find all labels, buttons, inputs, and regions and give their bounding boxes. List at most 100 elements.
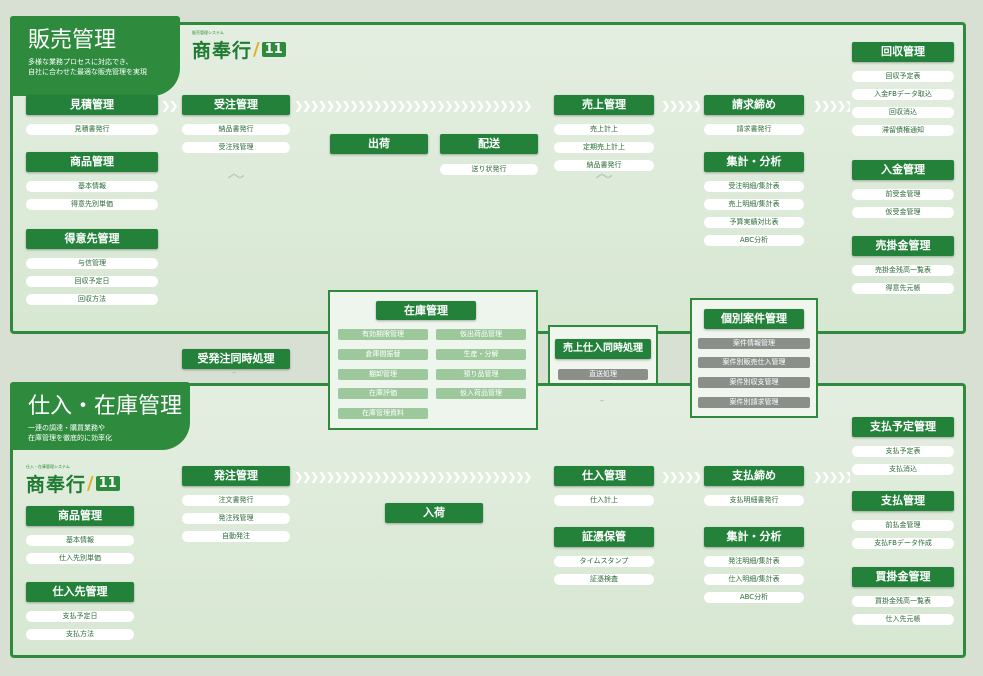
analysis-header[interactable]: 集計・分析 [704, 527, 804, 547]
purchase-title: 仕入・在庫管理 [28, 394, 183, 419]
sales-purchase-item[interactable]: 直送処理 [558, 369, 648, 380]
billing-item[interactable]: 請求書発行 [704, 124, 804, 135]
vertical-flow-arrow: ︿︿︿︿︿︿︿︿︿︿︿︿︿︿︿︿︿︿︿︿︿︿︿︿ [228, 170, 244, 180]
payment-schedule-header[interactable]: 支払予定管理 [852, 417, 954, 437]
inventory-item[interactable]: 仮出荷品管理 [436, 329, 526, 340]
payment-schedule-item[interactable]: 支払予定表 [852, 446, 954, 457]
evidence-header[interactable]: 証憑保管 [554, 527, 654, 547]
project-item[interactable]: 案件情報管理 [698, 338, 810, 349]
inventory-item[interactable]: 生産・分解 [436, 349, 526, 360]
payment-receipt-item[interactable]: 仮受金管理 [852, 207, 954, 218]
analysis-item[interactable]: ABC分析 [704, 592, 804, 603]
sales-item[interactable]: 売上計上 [554, 124, 654, 135]
payment-schedule-item[interactable]: 支払消込 [852, 464, 954, 475]
payment-closing-header[interactable]: 支払締め [704, 466, 804, 486]
customer-item[interactable]: 回収方法 [26, 294, 158, 305]
receivables-item[interactable]: 売掛金残高一覧表 [852, 265, 954, 276]
receivables-header[interactable]: 売掛金管理 [852, 236, 954, 256]
product-item[interactable]: 基本情報 [26, 181, 158, 192]
inventory-item[interactable]: 棚卸管理 [338, 369, 428, 380]
supplier-header[interactable]: 仕入先管理 [26, 582, 134, 602]
project-item[interactable]: 案件別販売仕入管理 [698, 357, 810, 368]
collection-item[interactable]: 滞留債権通知 [852, 125, 954, 136]
analysis-item[interactable]: ABC分析 [704, 235, 804, 246]
customer-header[interactable]: 得意先管理 [26, 229, 158, 249]
purchase-order-item[interactable]: 注文書発行 [182, 495, 290, 506]
purchase-subtitle-1: 一連の調達・購買業務や [28, 424, 105, 432]
product-header[interactable]: 商品管理 [26, 506, 134, 526]
customer-item[interactable]: 回収予定日 [26, 276, 158, 287]
purchasing-header[interactable]: 仕入管理 [554, 466, 654, 486]
product-item[interactable]: 基本情報 [26, 535, 134, 546]
order-item[interactable]: 納品書発行 [182, 124, 290, 135]
sales-title-tab: 販売管理 多様な業務プロセスに対応でき、 自社に合わせた最適な販売管理を実現 [10, 16, 180, 96]
logo-slash-icon: / [87, 473, 94, 494]
estimate-header[interactable]: 見積管理 [26, 95, 158, 115]
delivery-item[interactable]: 送り状発行 [440, 164, 538, 175]
simultaneous-order-header[interactable]: 受発注同時処理 [182, 349, 290, 369]
inventory-item[interactable]: 倉庫間振替 [338, 349, 428, 360]
flow-arrow: ❯❯❯❯❯ [660, 101, 700, 112]
inventory-item[interactable]: 在庫評価 [338, 388, 428, 399]
collection-item[interactable]: 入金FBデータ取込 [852, 89, 954, 100]
order-item[interactable]: 受注残管理 [182, 142, 290, 153]
inventory-item[interactable]: 有効期限管理 [338, 329, 428, 340]
analysis-item[interactable]: 仕入明細/集計表 [704, 574, 804, 585]
inventory-item[interactable]: 預り品管理 [436, 369, 526, 380]
delivery-header[interactable]: 配送 [440, 134, 538, 154]
project-header[interactable]: 個別案件管理 [704, 309, 804, 329]
sales-logo-word: 商奉行 [192, 40, 253, 62]
supplier-item[interactable]: 支払方法 [26, 629, 134, 640]
flow-arrow: ❯❯❯❯❯ [812, 472, 850, 483]
sales-logo-version: 11 [261, 42, 286, 57]
payables-item[interactable]: 買掛金残高一覧表 [852, 596, 954, 607]
collection-header[interactable]: 回収管理 [852, 42, 954, 62]
payment-item[interactable]: 前払金管理 [852, 520, 954, 531]
product-item[interactable]: 得意先別単価 [26, 199, 158, 210]
customer-item[interactable]: 与信管理 [26, 258, 158, 269]
payment-receipt-header[interactable]: 入金管理 [852, 160, 954, 180]
flow-arrow: ❯❯❯ [160, 101, 178, 112]
analysis-item[interactable]: 受注明細/集計表 [704, 181, 804, 192]
purchase-order-item[interactable]: 発注残管理 [182, 513, 290, 524]
purchase-order-item[interactable]: 自動発注 [182, 531, 290, 542]
sales-item[interactable]: 定期売上計上 [554, 142, 654, 153]
purchase-subtitle-2: 在庫管理を徹底的に効率化 [28, 434, 112, 442]
purchasing-item[interactable]: 仕入計上 [554, 495, 654, 506]
sales-title: 販売管理 [28, 28, 117, 53]
project-item[interactable]: 案件別収支管理 [698, 377, 810, 388]
sales-item[interactable]: 納品書発行 [554, 160, 654, 171]
payables-header[interactable]: 買掛金管理 [852, 567, 954, 587]
purchase-logo: 仕入・在庫管理システム 商奉行/11 [26, 464, 120, 497]
analysis-header[interactable]: 集計・分析 [704, 152, 804, 172]
sales-purchase-header[interactable]: 売上仕入同時処理 [555, 339, 651, 359]
billing-header[interactable]: 請求締め [704, 95, 804, 115]
estimate-item[interactable]: 見積書発行 [26, 124, 158, 135]
analysis-item[interactable]: 発注明細/集計表 [704, 556, 804, 567]
vertical-flow-arrow: ﹀﹀﹀﹀﹀﹀﹀﹀﹀﹀﹀ [228, 372, 244, 382]
sales-header[interactable]: 売上管理 [554, 95, 654, 115]
evidence-item[interactable]: タイムスタンプ [554, 556, 654, 567]
payables-item[interactable]: 仕入先元帳 [852, 614, 954, 625]
product-header[interactable]: 商品管理 [26, 152, 158, 172]
inventory-header[interactable]: 在庫管理 [376, 301, 476, 320]
collection-item[interactable]: 回収予定表 [852, 71, 954, 82]
receivables-item[interactable]: 得意先元帳 [852, 283, 954, 294]
inventory-item[interactable]: 仮入荷品管理 [436, 388, 526, 399]
product-item[interactable]: 仕入先別単価 [26, 553, 134, 564]
purchase-order-header[interactable]: 発注管理 [182, 466, 290, 486]
payment-item[interactable]: 支払FBデータ作成 [852, 538, 954, 549]
project-item[interactable]: 案件別請求管理 [698, 397, 810, 408]
payment-header[interactable]: 支払管理 [852, 491, 954, 511]
shipment-header[interactable]: 出荷 [330, 134, 428, 154]
supplier-item[interactable]: 支払予定日 [26, 611, 134, 622]
inventory-item[interactable]: 在庫管理資料 [338, 408, 428, 419]
evidence-item[interactable]: 証憑検査 [554, 574, 654, 585]
receiving-header[interactable]: 入荷 [385, 503, 483, 523]
order-header[interactable]: 受注管理 [182, 95, 290, 115]
analysis-item[interactable]: 予算実績対比表 [704, 217, 804, 228]
payment-receipt-item[interactable]: 前受金管理 [852, 189, 954, 200]
payment-closing-item[interactable]: 支払明細書発行 [704, 495, 804, 506]
collection-item[interactable]: 回収消込 [852, 107, 954, 118]
analysis-item[interactable]: 売上明細/集計表 [704, 199, 804, 210]
